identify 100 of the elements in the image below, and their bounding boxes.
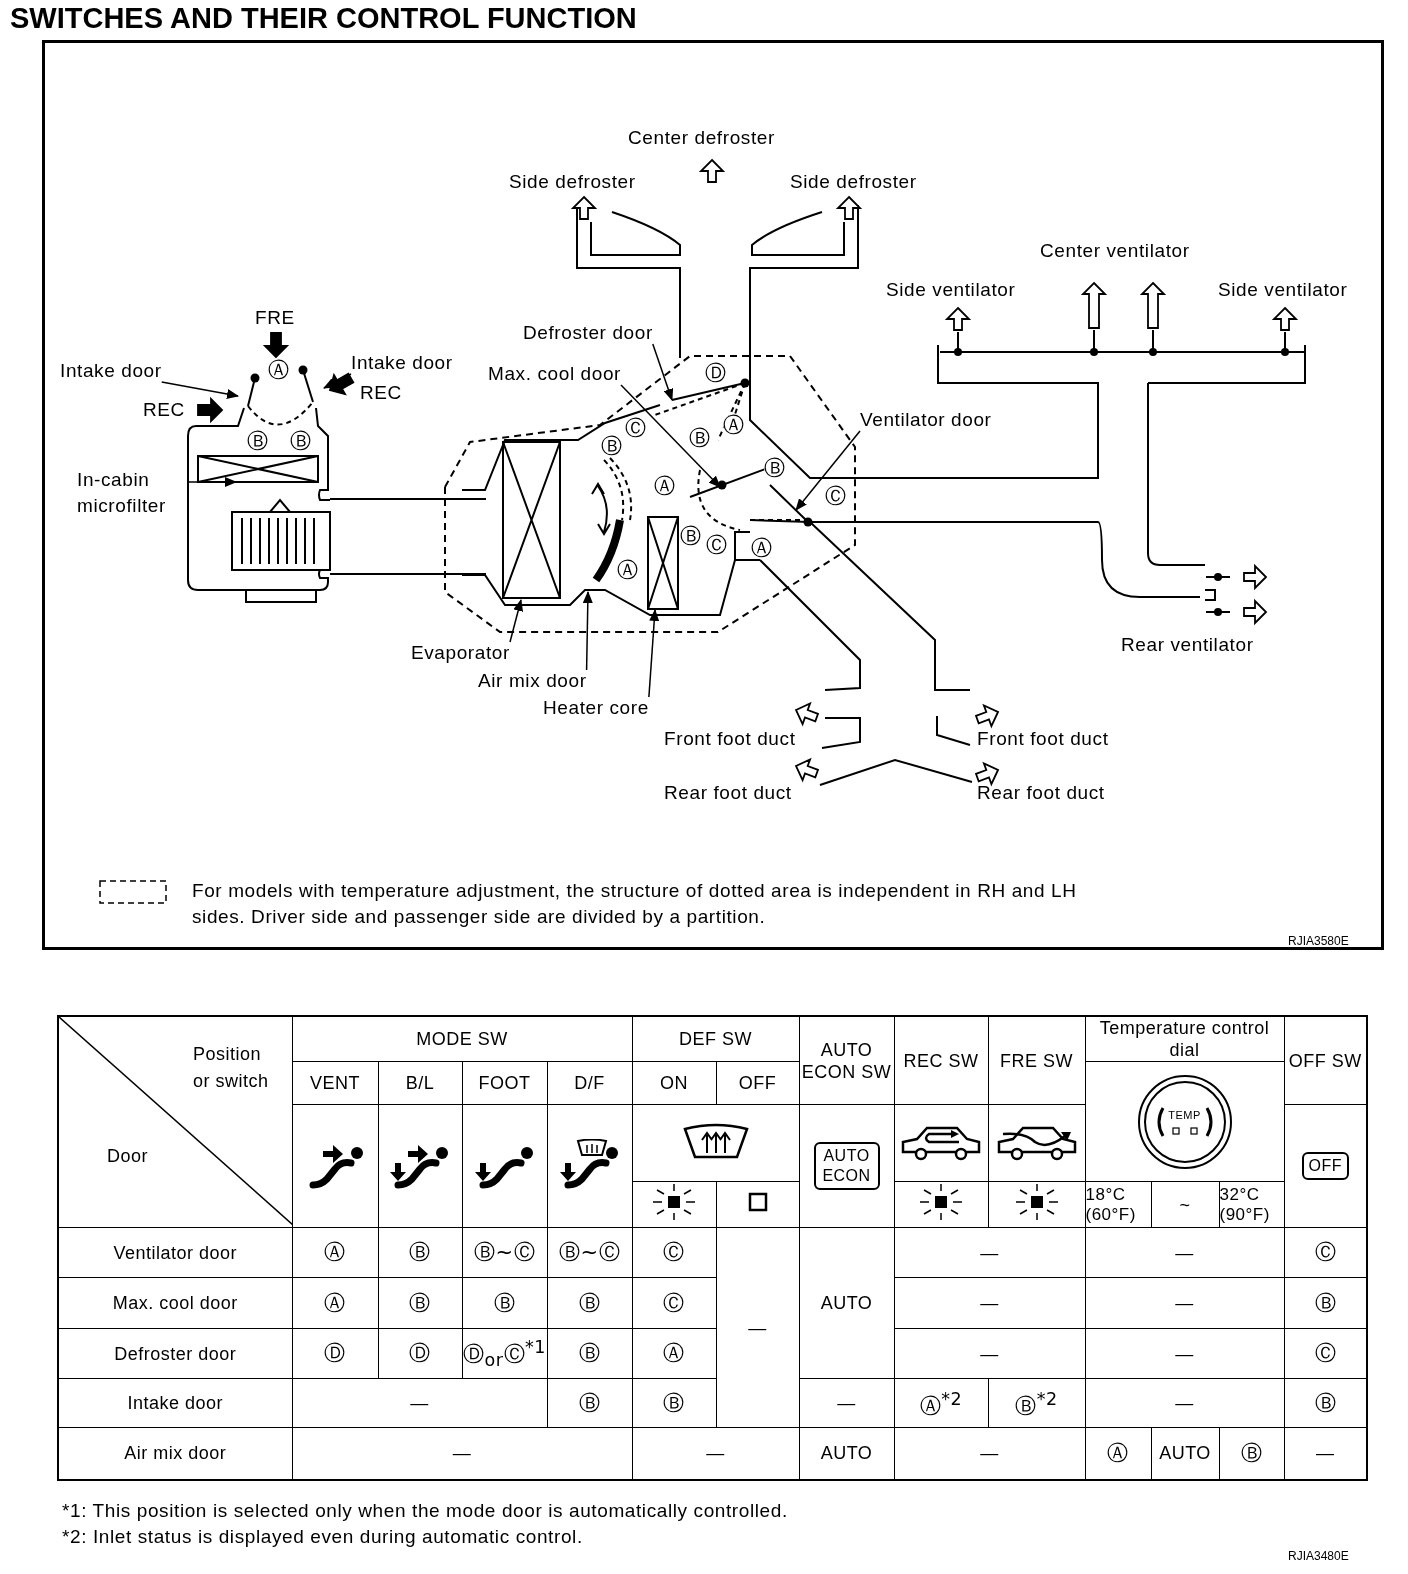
position-letter: Ⓑ <box>1314 1290 1336 1315</box>
temperature-value: 32°C (90°F) <box>1219 1184 1270 1224</box>
dash-mark: — <box>1175 1393 1194 1413</box>
callout-letter: Ⓐ <box>751 537 773 559</box>
auto-econ-button: AUTO ECON <box>813 1142 880 1190</box>
airflow-label: REC <box>360 382 402 404</box>
leader-line <box>160 381 239 399</box>
position-letter: Ⓑ <box>409 1240 431 1264</box>
callout-letter: Ⓒ <box>706 534 728 556</box>
position-letter: Ⓓ <box>324 1341 346 1365</box>
footnote: *2: Inlet status is displayed even during automatic control. <box>62 1526 583 1548</box>
position-letter: Ⓐ <box>324 1290 346 1315</box>
leader-line <box>648 609 660 698</box>
position-letter: Ⓑ~Ⓒ <box>558 1240 621 1264</box>
position-letter: Ⓐ <box>663 1341 685 1365</box>
callout-letter: Ⓓ <box>705 362 727 384</box>
callout-letter: Ⓐ <box>268 359 290 381</box>
column-header: REC SW <box>903 1050 979 1071</box>
position-letter: Ⓒ <box>1314 1341 1336 1365</box>
column-header: Temperature control dial <box>1099 1018 1270 1060</box>
row-header: Max. cool door <box>112 1293 238 1313</box>
row-header: Intake door <box>127 1393 224 1413</box>
part-label: Heater core <box>543 697 649 719</box>
leader-line <box>795 430 861 511</box>
position-letter: Ⓑ <box>663 1390 685 1415</box>
figure-code: RJIA3480E <box>1288 1548 1349 1565</box>
auto-setting: AUTO <box>1159 1443 1211 1464</box>
column-header: OFF SW <box>1288 1050 1362 1071</box>
row-header: Ventilator door <box>113 1242 238 1263</box>
auto-setting: AUTO <box>820 1443 873 1464</box>
dash-mark: — <box>706 1443 725 1464</box>
outlet-label: Center ventilator <box>1040 240 1190 262</box>
auto-setting: AUTO <box>820 1293 873 1313</box>
callout-letter: Ⓐ <box>654 475 676 497</box>
leader-line <box>582 591 593 671</box>
position-letter: Ⓑ~Ⓒ <box>473 1240 536 1264</box>
corner-header: Door <box>107 1146 148 1166</box>
callout-letter: Ⓒ <box>825 485 847 507</box>
airflow-label: REC <box>143 399 185 421</box>
dash-mark: — <box>1175 1242 1194 1263</box>
part-label: Evaporator <box>411 642 510 664</box>
column-header: ON <box>660 1073 688 1093</box>
dash-mark: — <box>980 1343 999 1364</box>
column-header: D/F <box>574 1073 605 1093</box>
outlet-label: Side ventilator <box>886 279 1016 301</box>
part-label: Intake door <box>351 352 453 374</box>
callout-letter: Ⓒ <box>625 417 647 439</box>
row-header: Air mix door <box>124 1443 227 1464</box>
airflow-label: FRE <box>255 307 295 329</box>
position-letter: Ⓐ <box>324 1240 346 1264</box>
outlet-label: Rear ventilator <box>1121 634 1254 656</box>
outlet-label: Side defroster <box>790 171 917 193</box>
leader-line <box>509 599 524 643</box>
position-letter: Ⓓ <box>409 1341 431 1365</box>
leader-line <box>652 343 674 401</box>
outlet-label: Center defroster <box>628 127 775 149</box>
dash-mark: — <box>980 1443 999 1464</box>
position-letter: Ⓑ$^{*2}$ <box>1015 1394 1058 1418</box>
position-letter: Ⓒ <box>663 1290 685 1315</box>
part-label: Defroster door <box>523 322 653 344</box>
corner-header: Position or switch <box>193 1044 269 1091</box>
position-letter: Ⓓ$_{or}$Ⓒ$^{*1}$ <box>463 1341 546 1366</box>
leader-line <box>620 384 721 488</box>
dash-mark: — <box>748 1317 767 1338</box>
position-letter: Ⓒ <box>1314 1240 1336 1264</box>
callout-letter: Ⓑ <box>247 430 269 452</box>
position-letter: Ⓐ <box>1107 1440 1129 1465</box>
legend-text: For models with temperature adjustment, the structure of dotted area is independent in RH and LH sides. Driver side and passenger side are divided by a partition. <box>192 879 1078 929</box>
callout-letter: Ⓑ <box>764 457 786 479</box>
callout-letter: Ⓑ <box>689 427 711 449</box>
part-label: Max. cool door <box>488 363 621 385</box>
position-letter: Ⓐ$^{*2}$ <box>919 1394 963 1418</box>
column-header: OFF <box>738 1073 777 1093</box>
column-header: DEF SW <box>679 1029 752 1049</box>
dash-mark: — <box>1175 1293 1194 1313</box>
part-label: Air mix door <box>478 670 587 692</box>
page-title: SWITCHES AND THEIR CONTROL FUNCTION <box>10 2 637 34</box>
callout-letter: Ⓑ <box>601 435 623 457</box>
position-letter: Ⓑ <box>1314 1390 1336 1415</box>
temperature-value: 18°C (60°F) <box>1085 1184 1136 1224</box>
column-header: MODE SW <box>416 1029 508 1049</box>
dash-mark: — <box>452 1443 472 1464</box>
row-header: Defroster door <box>114 1343 237 1364</box>
position-letter: Ⓑ <box>409 1290 431 1315</box>
dash-mark: — <box>1175 1343 1194 1364</box>
position-letter: Ⓑ <box>578 1341 601 1365</box>
column-header: FRE SW <box>1000 1050 1073 1071</box>
leader-line <box>323 373 352 389</box>
dash-mark: — <box>980 1293 999 1313</box>
position-letter: Ⓑ <box>578 1290 601 1315</box>
outlet-label: Side ventilator <box>1218 279 1348 301</box>
column-header: AUTO ECON SW <box>801 1039 892 1082</box>
column-header: FOOT <box>478 1073 531 1093</box>
part-label: Ventilator door <box>860 409 992 431</box>
dash-mark: — <box>1316 1443 1335 1464</box>
outlet-label: Front foot duct <box>664 728 796 750</box>
dash-mark: — <box>410 1393 429 1413</box>
callout-letter: Ⓑ <box>290 430 312 452</box>
position-letter: Ⓑ <box>493 1290 516 1315</box>
callout-letter: Ⓑ <box>680 525 702 547</box>
